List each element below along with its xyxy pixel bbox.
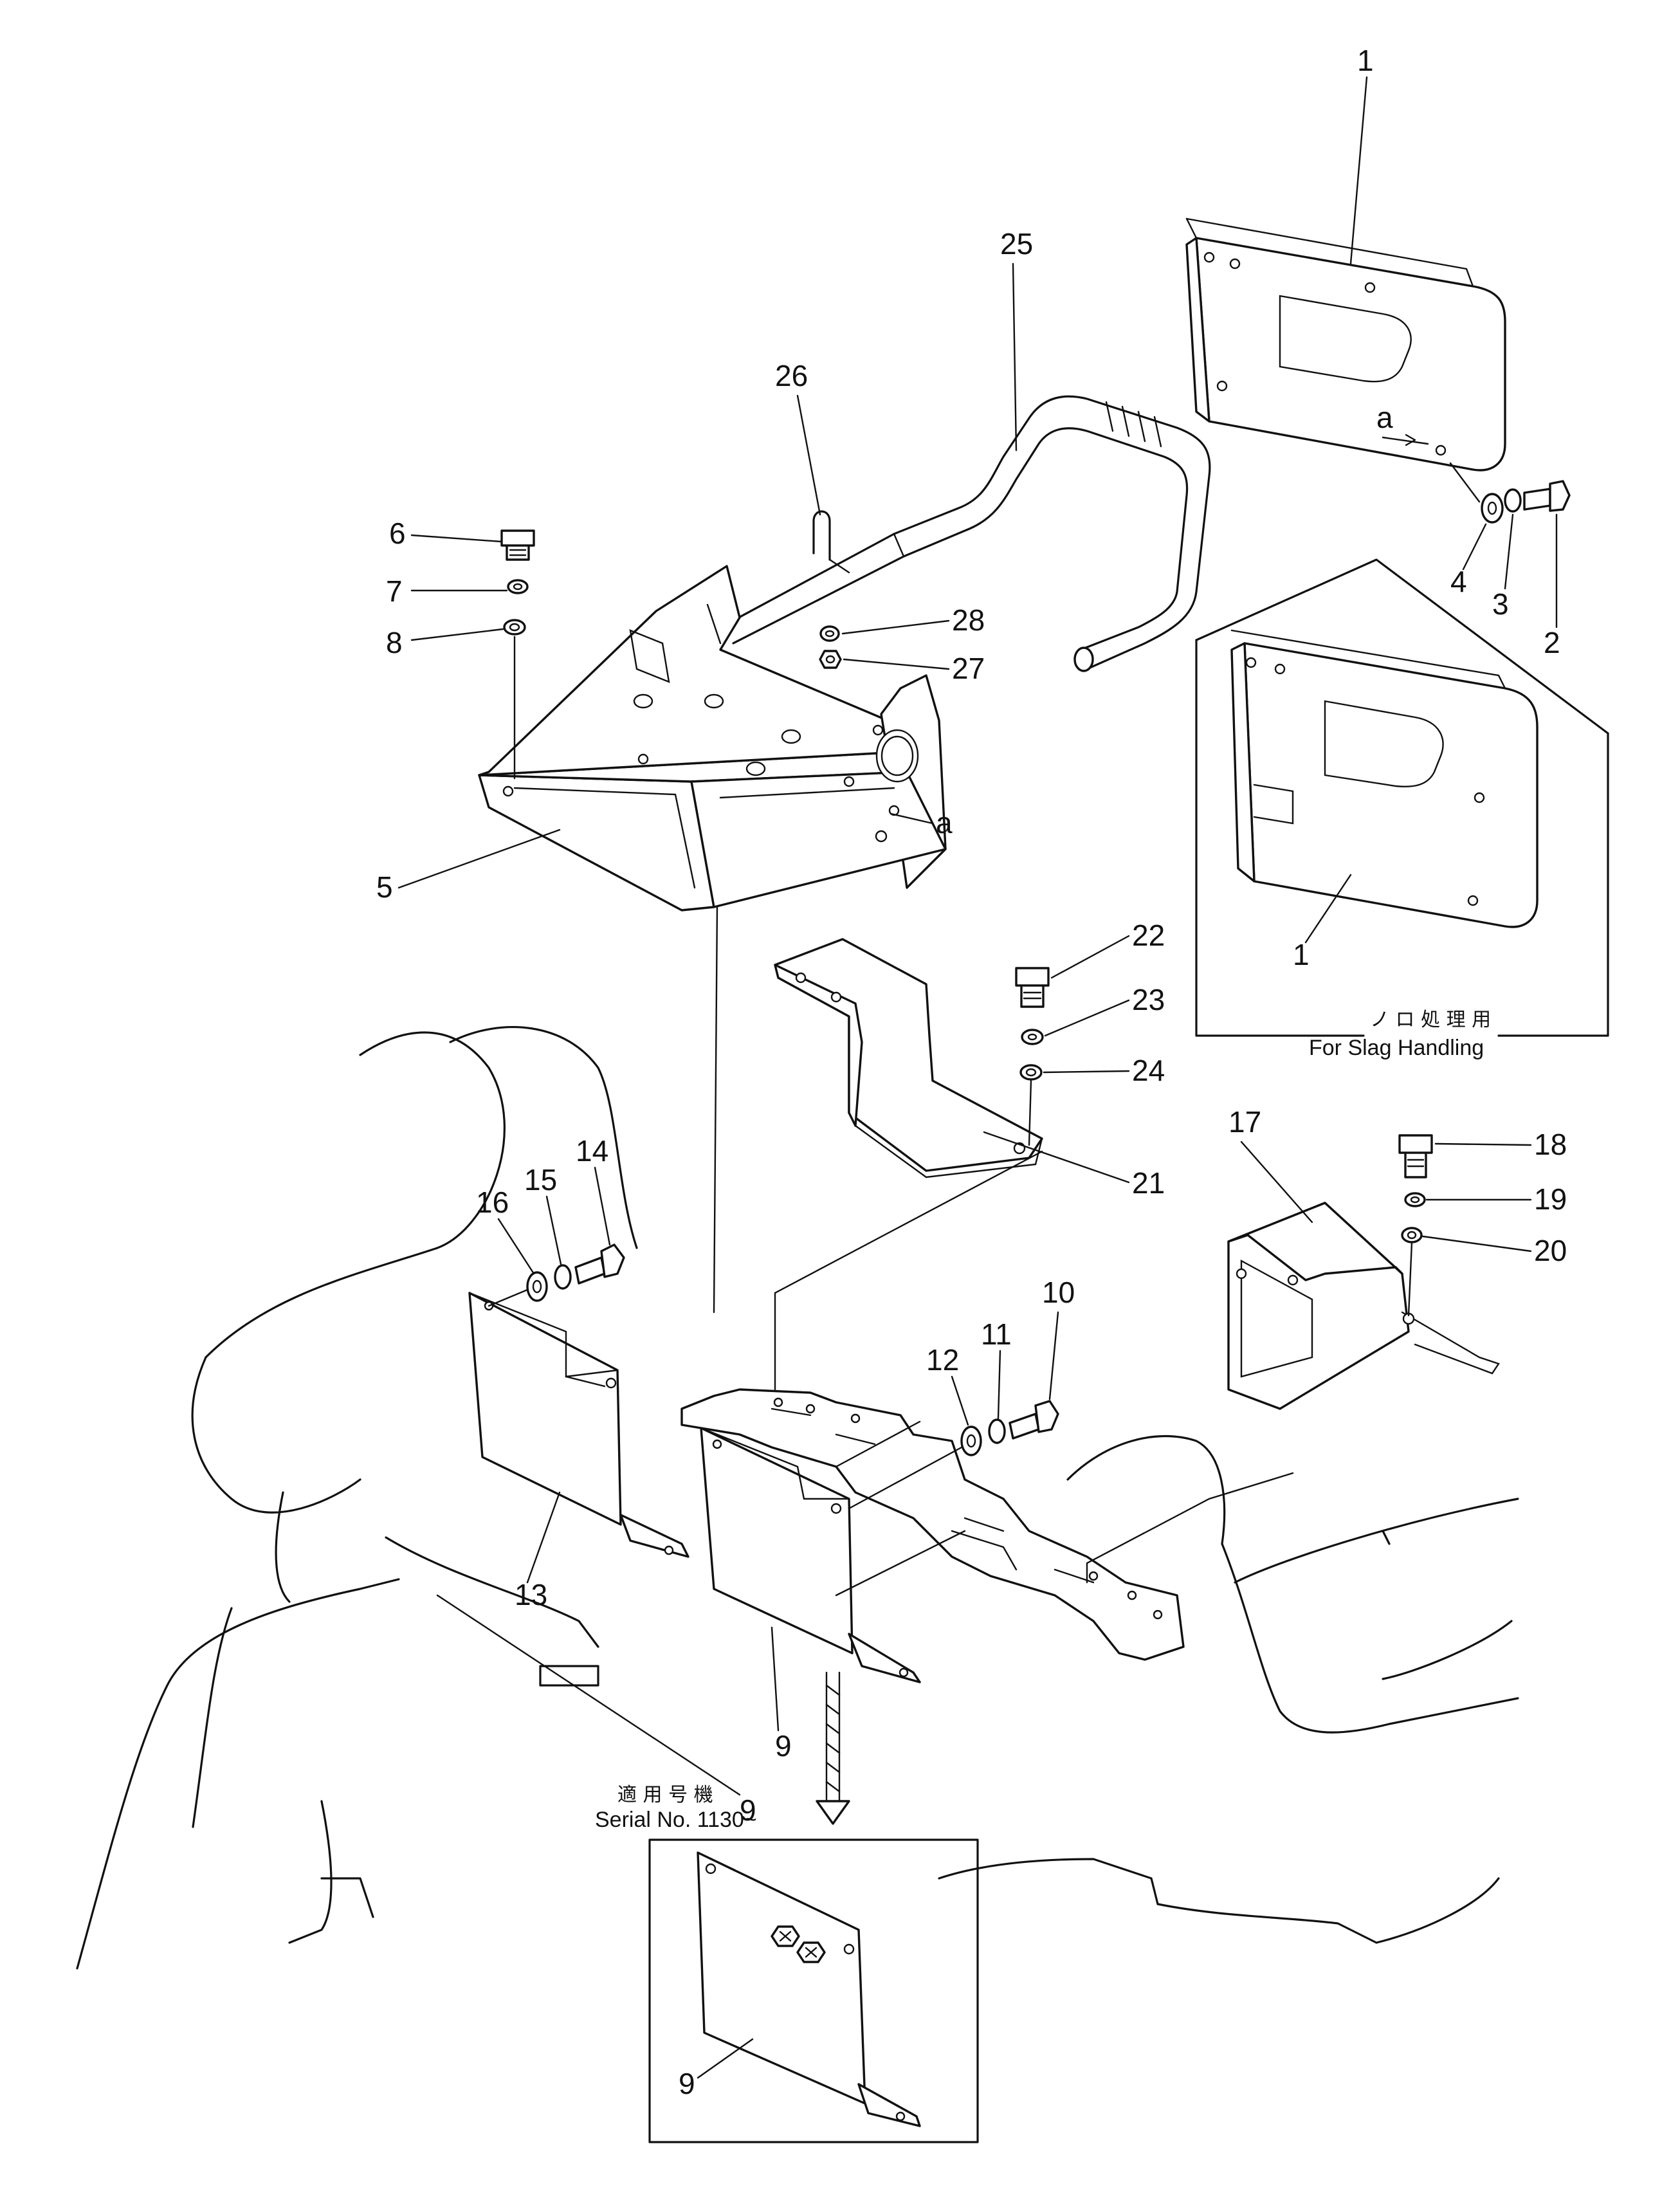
callout-6: 6	[389, 517, 406, 550]
callout-20: 20	[1534, 1234, 1567, 1267]
part-6-bolt	[500, 529, 535, 561]
part-3-lock-washer	[1504, 488, 1522, 513]
part-1-cover	[1185, 217, 1506, 472]
callout-3: 3	[1492, 587, 1509, 621]
machine-body-outline	[76, 1026, 1519, 1970]
part-26-pin	[812, 510, 850, 574]
callout-1: 1	[1357, 44, 1374, 77]
ref-mark-a-frame: a	[936, 806, 953, 839]
variant-arrow	[816, 1671, 850, 1825]
part-2-bolt	[1523, 480, 1571, 512]
callout-19: 19	[1534, 1182, 1567, 1216]
part-25-handrail	[726, 395, 1211, 672]
part-4-washer	[1481, 493, 1504, 524]
callout-14: 14	[576, 1134, 608, 1168]
part-12-washer	[960, 1425, 982, 1456]
callout-24: 24	[1132, 1054, 1165, 1087]
callout-12: 12	[926, 1343, 959, 1377]
callout-9-rear: 9	[740, 1793, 756, 1827]
part-7-lock-washer	[507, 579, 529, 594]
part-14-bolt	[574, 1243, 625, 1285]
part-24-washer	[1019, 1064, 1043, 1081]
callout-28: 28	[952, 603, 985, 637]
callout-25: 25	[1000, 227, 1033, 261]
serial-variant-inset-frame	[648, 1838, 979, 2143]
part-11-lock-washer	[988, 1418, 1006, 1444]
callout-17: 17	[1228, 1105, 1261, 1139]
serial-variant-label-jp: 適 用 号 機	[617, 1784, 713, 1806]
part-13-cover-plate	[468, 1292, 689, 1558]
callout-21: 21	[1132, 1166, 1165, 1200]
part-23-lock-washer	[1021, 1029, 1044, 1045]
part-16-washer	[526, 1271, 548, 1302]
serial-variant-label-en: Serial No. 1130~	[595, 1808, 757, 1832]
callout-22: 22	[1132, 919, 1165, 952]
callout-2: 2	[1544, 626, 1560, 659]
callout-13: 13	[515, 1578, 547, 1611]
part-15-lock-washer	[554, 1264, 572, 1290]
callout-4: 4	[1450, 565, 1467, 598]
callout-27: 27	[952, 652, 985, 685]
callout-15: 15	[524, 1163, 557, 1196]
nut-pair	[771, 1925, 826, 1963]
callout-26: 26	[775, 359, 808, 392]
callout-1-slag: 1	[1293, 938, 1310, 971]
part-8-washer	[503, 619, 526, 636]
callout-11: 11	[981, 1317, 1012, 1351]
part-20-washer	[1401, 1227, 1423, 1243]
part-5-base-frame	[478, 565, 947, 912]
part-10-bolt	[1009, 1400, 1059, 1440]
part-27-nut	[819, 650, 842, 669]
ref-mark-a-top: a	[1376, 401, 1393, 434]
callout-8: 8	[386, 626, 403, 659]
slag-variant-label-jp: ノ ロ 処 理 用	[1370, 1009, 1491, 1031]
callout-18: 18	[1534, 1128, 1567, 1161]
slag-variant-label-en: For Slag Handling	[1309, 1036, 1484, 1060]
part-17-side-cover	[1227, 1202, 1500, 1410]
part-21-bracket	[774, 938, 1043, 1178]
part-19-lock-washer	[1404, 1192, 1426, 1207]
part-28-washer	[819, 625, 840, 642]
callout-9-inset: 9	[679, 2067, 695, 2100]
lower-mounting-plate	[680, 1388, 1185, 1661]
callout-7: 7	[386, 574, 403, 608]
part-9-cover-plate	[700, 1427, 921, 1683]
callout-5: 5	[376, 870, 393, 904]
slag-handling-variant-frame	[1195, 558, 1609, 1037]
part-9-cover-plate-serial-variant	[697, 1851, 921, 2127]
callout-23: 23	[1132, 983, 1165, 1016]
part-1-cover-slag-variant	[1230, 629, 1538, 928]
callout-10: 10	[1042, 1276, 1075, 1309]
part-22-bolt	[1015, 967, 1050, 1008]
callout-16: 16	[476, 1186, 509, 1219]
callout-9: 9	[775, 1729, 792, 1763]
leader-1	[1349, 76, 1368, 265]
part-18-bolt	[1398, 1134, 1433, 1178]
